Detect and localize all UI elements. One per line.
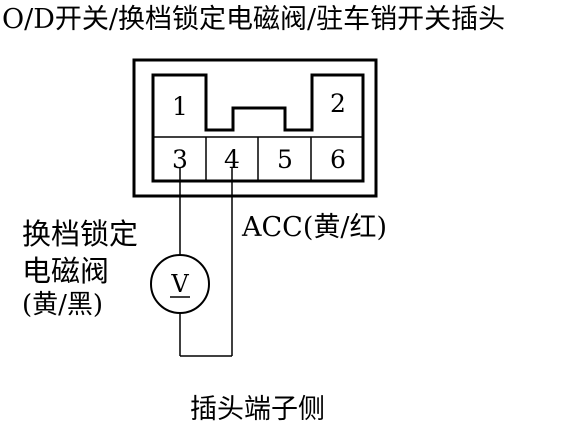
pin-number: 3	[172, 145, 188, 174]
pin-number: 2	[330, 89, 346, 118]
diagram-title: O/D开关/换档锁定电磁阀/驻车销开关插头	[2, 4, 506, 35]
acc-wire-label: ACC(黄/红)	[242, 212, 387, 243]
pin-number: 6	[330, 145, 346, 174]
pin-number: 5	[277, 145, 293, 174]
solenoid-label-line1: 换档锁定	[22, 217, 139, 251]
solenoid-label-line2: 电磁阀	[22, 254, 110, 288]
pin-block-outline	[151, 73, 365, 183]
solenoid-wire-color: (黄/黑)	[22, 290, 104, 320]
pin-number: 1	[172, 92, 188, 121]
pin-number: 4	[224, 145, 240, 174]
voltmeter-symbol: V	[170, 270, 189, 298]
footer-caption: 插头端子侧	[190, 394, 325, 425]
connector-housing	[132, 58, 378, 198]
voltmeter-icon	[150, 254, 210, 314]
